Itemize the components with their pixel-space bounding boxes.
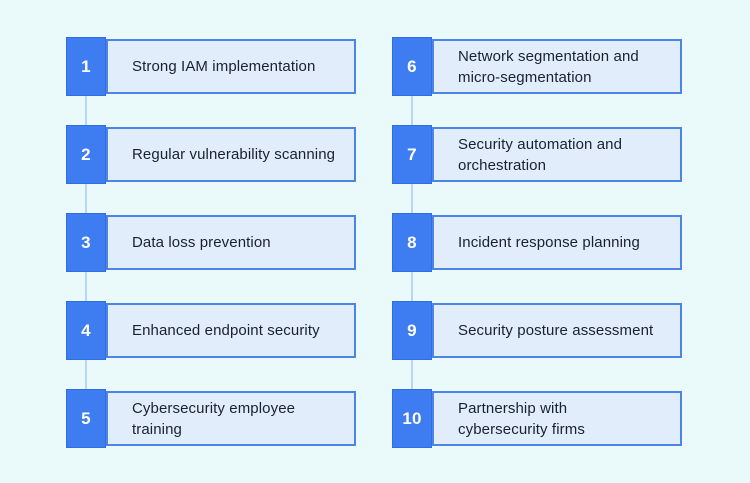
item-number-badge: 4 bbox=[66, 301, 106, 360]
list-item: 10 Partnership with cybersecurity firms bbox=[392, 389, 682, 448]
list-item: 9 Security posture assessment bbox=[392, 301, 682, 389]
item-number-badge: 10 bbox=[392, 389, 432, 448]
item-label-line1: Strong IAM implementation bbox=[132, 58, 316, 75]
connector-line bbox=[411, 184, 413, 213]
item-number-badge: 8 bbox=[392, 213, 432, 272]
connector-line bbox=[85, 184, 87, 213]
list-item: 7 Security automation and orchestration bbox=[392, 125, 682, 213]
item-label-box: Incident response planning bbox=[432, 215, 682, 270]
item-label-line1: Network segmentation and bbox=[458, 47, 639, 65]
item-label-line1: Security posture assessment bbox=[458, 322, 654, 339]
list-item: 5 Cybersecurity employee training bbox=[66, 389, 356, 448]
item-label-line1: Enhanced endpoint security bbox=[132, 322, 320, 339]
item-label-line1: Security automation and bbox=[458, 135, 623, 153]
item-label-line1: Cybersecurity employee bbox=[132, 399, 296, 417]
item-label-line1: Incident response planning bbox=[458, 234, 640, 251]
list-item: 1 Strong IAM implementation bbox=[66, 37, 356, 125]
connector-line bbox=[411, 96, 413, 125]
item-label-box: Strong IAM implementation bbox=[106, 39, 356, 94]
item-label-box: Network segmentation and micro-segmentat… bbox=[432, 39, 682, 94]
item-label-line2: orchestration bbox=[458, 156, 547, 174]
right-column: 6 Network segmentation and micro-segment… bbox=[392, 37, 682, 448]
item-number-badge: 9 bbox=[392, 301, 432, 360]
item-number-badge: 1 bbox=[66, 37, 106, 96]
item-number-badge: 2 bbox=[66, 125, 106, 184]
connector-line bbox=[85, 96, 87, 125]
list-item: 6 Network segmentation and micro-segment… bbox=[392, 37, 682, 125]
item-label-box: Data loss prevention bbox=[106, 215, 356, 270]
item-label-line2: micro-segmentation bbox=[458, 68, 592, 86]
item-label-box: Regular vulnerability scanning bbox=[106, 127, 356, 182]
item-label-line1: Data loss prevention bbox=[132, 234, 271, 251]
item-label-box: Enhanced endpoint security bbox=[106, 303, 356, 358]
item-label-line1: Regular vulnerability scanning bbox=[132, 146, 336, 163]
item-label-line2: training bbox=[132, 420, 182, 438]
connector-line bbox=[411, 272, 413, 301]
item-number-badge: 7 bbox=[392, 125, 432, 184]
item-label-box: Security automation and orchestration bbox=[432, 127, 682, 182]
list-item: 8 Incident response planning bbox=[392, 213, 682, 301]
item-number-badge: 6 bbox=[392, 37, 432, 96]
item-label-line2: cybersecurity firms bbox=[458, 420, 585, 438]
item-label-line1: Partnership with bbox=[458, 399, 568, 417]
item-number-badge: 3 bbox=[66, 213, 106, 272]
item-label-box: Cybersecurity employee training bbox=[106, 391, 356, 446]
list-item: 4 Enhanced endpoint security bbox=[66, 301, 356, 389]
left-column: 1 Strong IAM implementation 2 Regular vu… bbox=[66, 37, 356, 448]
connector-line bbox=[85, 360, 87, 389]
item-label-box: Security posture assessment bbox=[432, 303, 682, 358]
list-item: 3 Data loss prevention bbox=[66, 213, 356, 301]
list-item: 2 Regular vulnerability scanning bbox=[66, 125, 356, 213]
connector-line bbox=[411, 360, 413, 389]
item-number-badge: 5 bbox=[66, 389, 106, 448]
connector-line bbox=[85, 272, 87, 301]
item-label-box: Partnership with cybersecurity firms bbox=[432, 391, 682, 446]
